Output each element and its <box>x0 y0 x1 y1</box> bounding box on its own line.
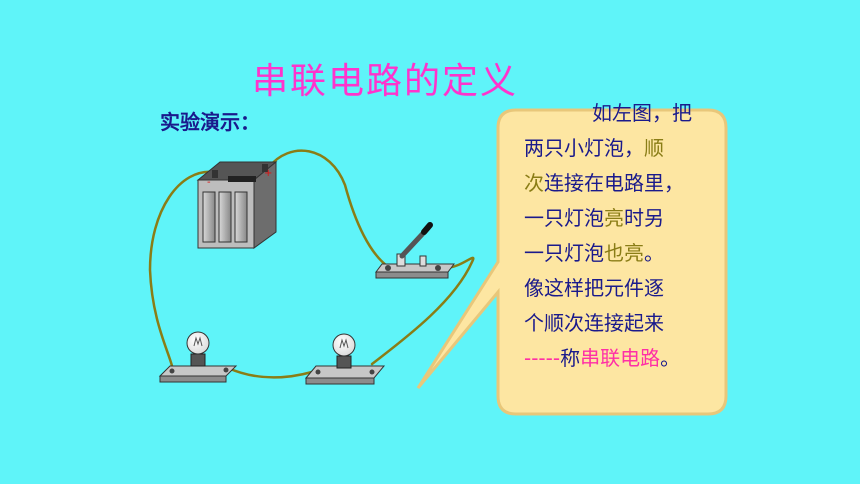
callout-segment: 两只小灯泡， <box>524 136 644 160</box>
callout-line: 一只灯泡也亮。 <box>524 236 734 271</box>
wires <box>148 149 475 379</box>
callout-segment: 称 <box>560 346 581 370</box>
callout-highlight: 也亮 <box>604 241 644 265</box>
wire-bulb2-to-switch <box>370 256 475 366</box>
wire-battery-to-bulb1 <box>148 170 216 368</box>
callout-segment: 一只灯泡 <box>524 241 604 265</box>
battery-minus-label: - <box>207 177 211 188</box>
slide-title: 串联电路的定义 <box>252 61 519 102</box>
callout-segment: 。 <box>660 346 681 370</box>
callout-line: 次连接在电路里， <box>524 166 734 201</box>
wire-battery-to-switch <box>266 149 392 270</box>
callout-segment: 时另 <box>624 206 664 230</box>
callout-segment: 。 <box>644 241 664 265</box>
callout-bubble <box>416 108 728 416</box>
callout-segment: 个顺次连接起来 <box>524 311 664 335</box>
callout-line: 如左图，把 <box>524 96 734 131</box>
battery: - + <box>196 160 278 249</box>
bulb-left <box>158 331 238 383</box>
callout-line: 像这样把元件逐 <box>524 271 734 306</box>
callout-line: 两只小灯泡，顺 <box>524 131 734 166</box>
callout-line: 一只灯泡亮时另 <box>524 201 734 236</box>
callout-segment: 一只灯泡 <box>524 206 604 230</box>
callout-highlight: 次 <box>524 171 544 195</box>
callout-highlight: ----- <box>524 346 561 370</box>
bulb-right <box>304 333 386 385</box>
callout-line: 个顺次连接起来 <box>524 306 734 341</box>
callout-segment: 连接在电路里， <box>544 171 684 195</box>
callout-highlight: 顺 <box>644 136 664 160</box>
wire-bulb1-to-bulb2 <box>226 366 314 379</box>
demo-subtitle: 实验演示： <box>160 110 260 134</box>
callout-highlight: 串联电路 <box>580 346 661 370</box>
callout-segment: 如左图，把 <box>592 101 692 125</box>
callout-segment: 像这样把元件逐 <box>524 276 664 300</box>
knife-switch <box>375 222 455 279</box>
callout-line: -----称串联电路。 <box>524 341 734 376</box>
battery-plus-label: + <box>264 168 272 179</box>
callout-text: 如左图，把两只小灯泡，顺次连接在电路里，一只灯泡亮时另一只灯泡也亮。像这样把元件… <box>524 96 734 376</box>
callout-highlight: 亮 <box>604 206 624 230</box>
